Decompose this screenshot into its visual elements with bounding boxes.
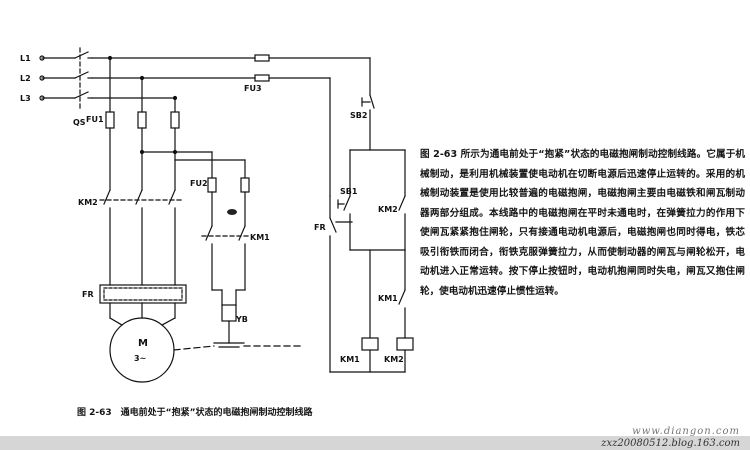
label-km1-main: KM1 [250,233,270,242]
label-sb2: SB2 [350,111,367,120]
main-conductors [107,55,178,113]
sb2-button [349,94,406,197]
ink-blot [227,209,237,215]
label-l1: L1 [20,54,31,63]
watermark-site: www.diangon.com [632,426,740,437]
qs-switch [74,47,93,111]
label-fu1: FU1 [86,115,104,124]
motor [109,317,215,383]
label-fr-ctrl: FR [314,223,326,232]
label-l2: L2 [20,74,31,83]
sb1-branch [337,195,406,339]
label-km1-ctrl: KM1 [378,294,398,303]
label-fu2: FU2 [190,179,208,188]
watermark-blog: zxz20080512.blog.163.com [601,438,740,449]
label-motor-3: 3~ [134,354,146,363]
label-km2-coil: KM2 [384,355,404,364]
label-km2-main: KM2 [78,198,98,207]
label-yb: YB [235,315,248,324]
label-motor-m: M [138,338,148,349]
control-left [329,195,406,373]
label-km2-ctrl: KM2 [378,205,398,214]
label-qs: QS [73,118,86,127]
brake-branch [201,151,301,348]
fu1-fuses [105,111,246,191]
label-sb1: SB1 [340,187,358,196]
coils [361,337,414,373]
fr-thermal-relay [99,284,187,319]
footer-bar [0,436,750,450]
label-fr-main: FR [82,290,94,299]
figure-caption: 图 2-63 通电前处于“抱紧”状态的电磁抱闸制动控制线路 [77,408,313,418]
supply-lines [39,55,76,101]
km2-main-contacts [99,189,183,286]
control-feed [91,54,371,197]
label-l3: L3 [20,94,31,103]
description-text: 图 2-63 所示为通电前处于“抱紧”状态的电磁抱闸制动控制线路。它属于机械制动… [420,149,745,297]
label-km1-coil: KM1 [340,355,360,364]
label-fu3: FU3 [244,84,262,93]
